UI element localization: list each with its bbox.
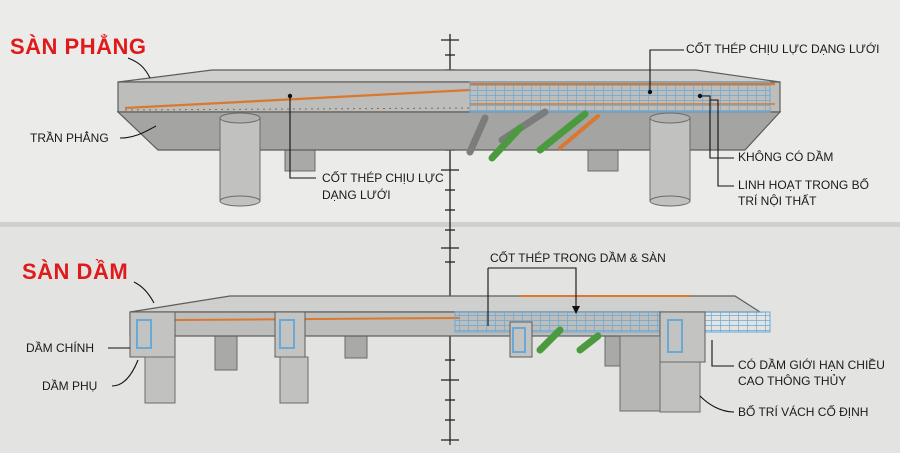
pipe-orange <box>558 114 600 150</box>
pipe-gray-1 <box>466 114 489 156</box>
fixed-wall <box>619 335 661 412</box>
label-secondary-beam: DẦM PHỤ <box>42 379 98 393</box>
column-front-left <box>219 117 261 202</box>
label-main-beam: DẦM CHÍNH <box>26 341 94 355</box>
flat-slab-top <box>117 69 781 83</box>
embedded-rebar-orange <box>124 88 471 110</box>
label-flexible-2: TRÍ NỘI THẤT <box>738 194 817 208</box>
label-rebar-mesh-left-2: DẠNG LƯỚI <box>322 188 391 202</box>
label-fixed-walls: BỐ TRÍ VÁCH CỐ ĐỊNH <box>738 405 869 419</box>
flat-slab-title: SÀN PHẲNG <box>10 34 147 59</box>
flat-slab-leaders <box>119 49 734 187</box>
beam-slab-top <box>129 295 763 313</box>
beam-slab-rebar-orange <box>174 317 461 321</box>
pipe-green-2 <box>536 110 589 154</box>
label-rebar-mesh-left-1: CỐT THÉP CHỊU LỰC <box>322 171 444 185</box>
label-flexible-1: LINH HOẠT TRONG BỐ <box>738 178 869 192</box>
label-ceiling: TRẦN PHẲNG <box>30 131 109 145</box>
label-no-beam: KHÔNG CÓ DẦM <box>738 150 834 164</box>
beam-slab-leaders <box>108 267 735 413</box>
label-headroom-2: CAO THÔNG THỦY <box>738 374 847 388</box>
label-headroom-1: CÓ DẦM GIỚI HẠN CHIỀU <box>738 358 885 372</box>
beam-slab-title: SÀN DẦM <box>22 259 129 284</box>
pipe-green-1 <box>488 124 524 162</box>
flat-slab-drawing <box>116 69 782 207</box>
column-bl <box>144 356 176 404</box>
label-rebar-mesh-top: CỐT THÉP CHỊU LỰC DẠNG LƯỚI <box>686 42 880 56</box>
column-front-right <box>649 117 691 202</box>
beam-slab-drawing <box>129 295 771 413</box>
beam-slab-mesh <box>454 311 771 333</box>
label-rebar-beam-slab: CỐT THÉP TRONG DẦM & SÀN <box>490 251 666 265</box>
exposed-rebar-mesh <box>469 81 771 113</box>
